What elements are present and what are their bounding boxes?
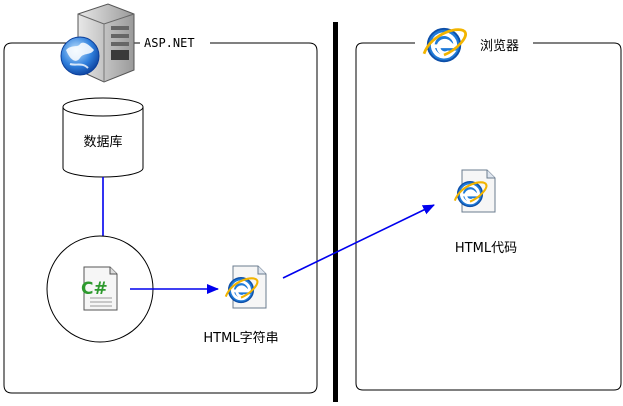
database-label: 数据库 — [83, 134, 122, 150]
html-code-file-icon — [453, 169, 496, 213]
ie-icon — [422, 26, 468, 64]
arrow-server-to-browser — [282, 204, 435, 279]
server-globe-icon — [60, 3, 135, 83]
browser-title: 浏览器 — [480, 38, 519, 54]
csharp-label: C# — [81, 279, 108, 299]
html-file-icon — [224, 265, 267, 309]
server-panel — [3, 42, 318, 394]
csharp-file-icon — [83, 266, 118, 311]
server-title: ASP.NET — [144, 36, 195, 50]
html-code-label: HTML代码 — [455, 241, 517, 256]
browser-panel — [355, 42, 622, 391]
html-string-label: HTML字符串 — [203, 330, 278, 346]
panel-divider — [333, 22, 338, 402]
